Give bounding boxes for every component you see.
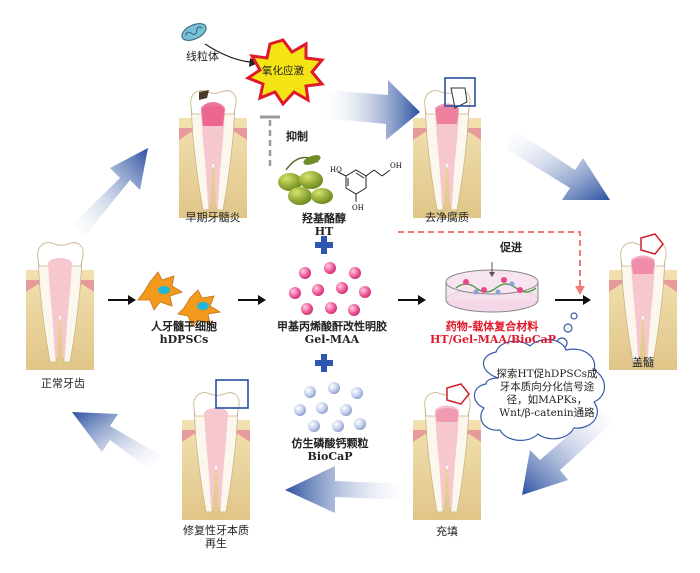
- plus-icon-1: [315, 236, 333, 254]
- tooth-filling: [412, 383, 482, 521]
- composite-en-label: HT/Gel-MAA/BioCaP: [430, 333, 556, 346]
- mitochondria-icon: [181, 23, 207, 41]
- svg-text:HO: HO: [330, 166, 342, 174]
- cycle-arrow-left: [285, 466, 410, 513]
- mitochondria-arrow: [204, 43, 251, 63]
- svg-text:OH: OH: [352, 204, 364, 212]
- biocap-particles: [294, 382, 366, 432]
- cycle-arrow-up-left: [72, 412, 160, 470]
- ht-en-label: HT: [314, 225, 334, 238]
- mitochondria-label: 线粒体: [186, 50, 219, 63]
- cycle-arrow-up: [72, 148, 148, 237]
- note-line-4: Wnt/β-catenin通路: [499, 407, 595, 419]
- oxidative-stress-burst: [244, 38, 325, 107]
- tooth-dentin-regeneration: [181, 379, 251, 521]
- caption-normal-tooth: 正常牙齿: [41, 377, 85, 390]
- ht-cn-label: 羟基酪醇: [302, 212, 346, 225]
- caption-filling: 充填: [436, 525, 458, 538]
- caption-caries-removal: 去净腐质: [425, 211, 469, 224]
- tooth-normal: [25, 242, 95, 371]
- hydroxytyrosol-structure: [337, 169, 391, 202]
- tooth-pulp-capping: [608, 233, 678, 371]
- caption-dentin-regen-line2: 再生: [205, 537, 227, 550]
- olives-icon: [278, 155, 333, 205]
- gel-en-label: Gel-MAA: [304, 333, 360, 346]
- plus-icon-2: [315, 354, 333, 372]
- note-line-1: 探索HT促hDPSCs成: [496, 368, 598, 380]
- tooth-caries-removal: [412, 77, 482, 219]
- caption-dentin-regen-line1: 修复性牙本质: [183, 524, 249, 537]
- gel-cn-label: 甲基丙烯酸酐改性明胶: [277, 320, 387, 333]
- tooth-early-pulpitis: [178, 90, 248, 219]
- cycle-arrow-down-right: [505, 130, 610, 200]
- composite-cn-label: 药物-载体复合材料: [445, 320, 539, 333]
- flow-arrows: [108, 295, 591, 305]
- cells-cn-label: 人牙髓干细胞: [151, 320, 217, 333]
- note-line-2: 牙本质向分化信号途: [499, 381, 595, 393]
- oxidative-stress-label: 氧化应激: [262, 65, 304, 77]
- biocap-en-label: BioCaP: [307, 450, 353, 463]
- caption-early-pulpitis: 早期牙髓炎: [185, 211, 241, 224]
- gel-maa-particles: [289, 262, 371, 316]
- inhibit-label: 抑制: [286, 130, 308, 143]
- caption-pulp-capping: 盖髓: [632, 356, 654, 369]
- cycle-arrow-down-left: [522, 408, 615, 495]
- promote-dashed-arrow: [398, 231, 581, 288]
- cycle-arrow-right: [323, 80, 420, 140]
- note-line-3: 径，如MAPKs，: [506, 394, 588, 406]
- svg-text:OH: OH: [390, 162, 402, 170]
- cells-en-label: hDPSCs: [159, 333, 209, 346]
- composite-dish-icon: [445, 262, 539, 313]
- biocap-cn-label: 仿生磷酸钙颗粒: [291, 437, 369, 450]
- thought-bubble: [473, 312, 606, 441]
- promote-label: 促进: [500, 241, 522, 254]
- hdpsc-cells-icon: [137, 271, 222, 327]
- mechanism-note: 探索HT促hDPSCs成 牙本质向分化信号途 径，如MAPKs， Wnt/β-c…: [488, 368, 606, 434]
